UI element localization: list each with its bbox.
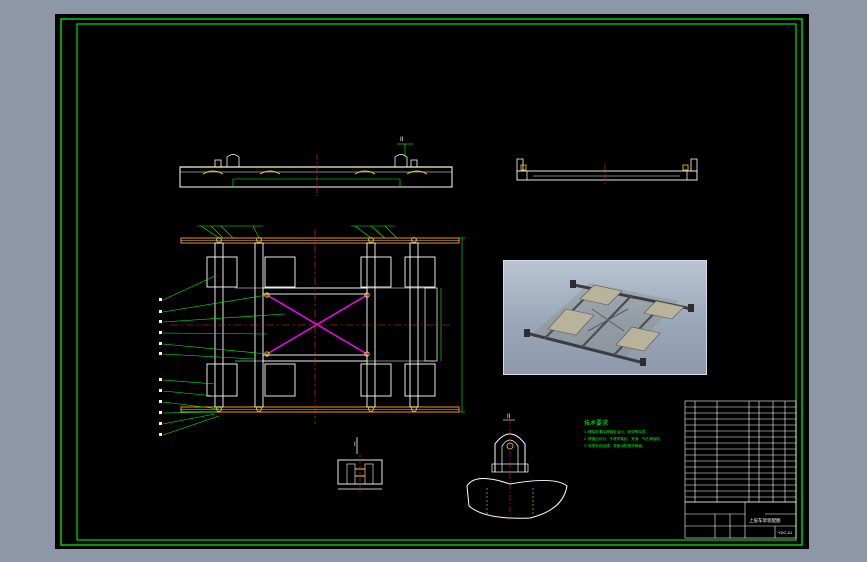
note-line-3: 3. 涂漆前应除锈，表面涂防锈漆两遍。 — [584, 443, 646, 448]
detail-ii-view: II — [466, 414, 568, 520]
section-i-view: I — [337, 437, 383, 492]
note-line-1: 1. 焊接前清除焊缝处油污、铁锈等杂质。 — [584, 429, 649, 434]
side-view — [516, 158, 698, 186]
plan-view — [159, 225, 465, 436]
section-i-label: I — [354, 442, 356, 448]
outer-frame — [60, 18, 803, 546]
title-block-drawing-title: 上层车架装配图 — [749, 517, 781, 524]
notes-title: 技术要求 — [584, 419, 608, 427]
drawing-canvas: II — [60, 18, 803, 546]
technical-notes: 技术要求 1. 焊接前清除焊缝处油污、铁锈等杂质。 2. 焊缝应均匀，不得有裂纹… — [584, 419, 663, 448]
3d-render-preview — [503, 260, 707, 375]
inner-frame — [76, 23, 797, 541]
top-balloons — [197, 225, 398, 239]
detail-ii-label-2: II — [507, 414, 511, 420]
title-block — [684, 501, 797, 539]
3d-frame-model — [524, 280, 694, 366]
note-line-2: 2. 焊缝应均匀，不得有裂纹、夹渣、气孔等缺陷。 — [584, 436, 663, 441]
detail-ii-label: II — [400, 137, 404, 143]
title-block-code: YDC-01 — [778, 530, 793, 535]
drawing-sheet: II — [55, 14, 809, 549]
front-view: II — [179, 137, 453, 196]
left-leaders — [162, 275, 286, 436]
parts-list — [684, 400, 797, 503]
